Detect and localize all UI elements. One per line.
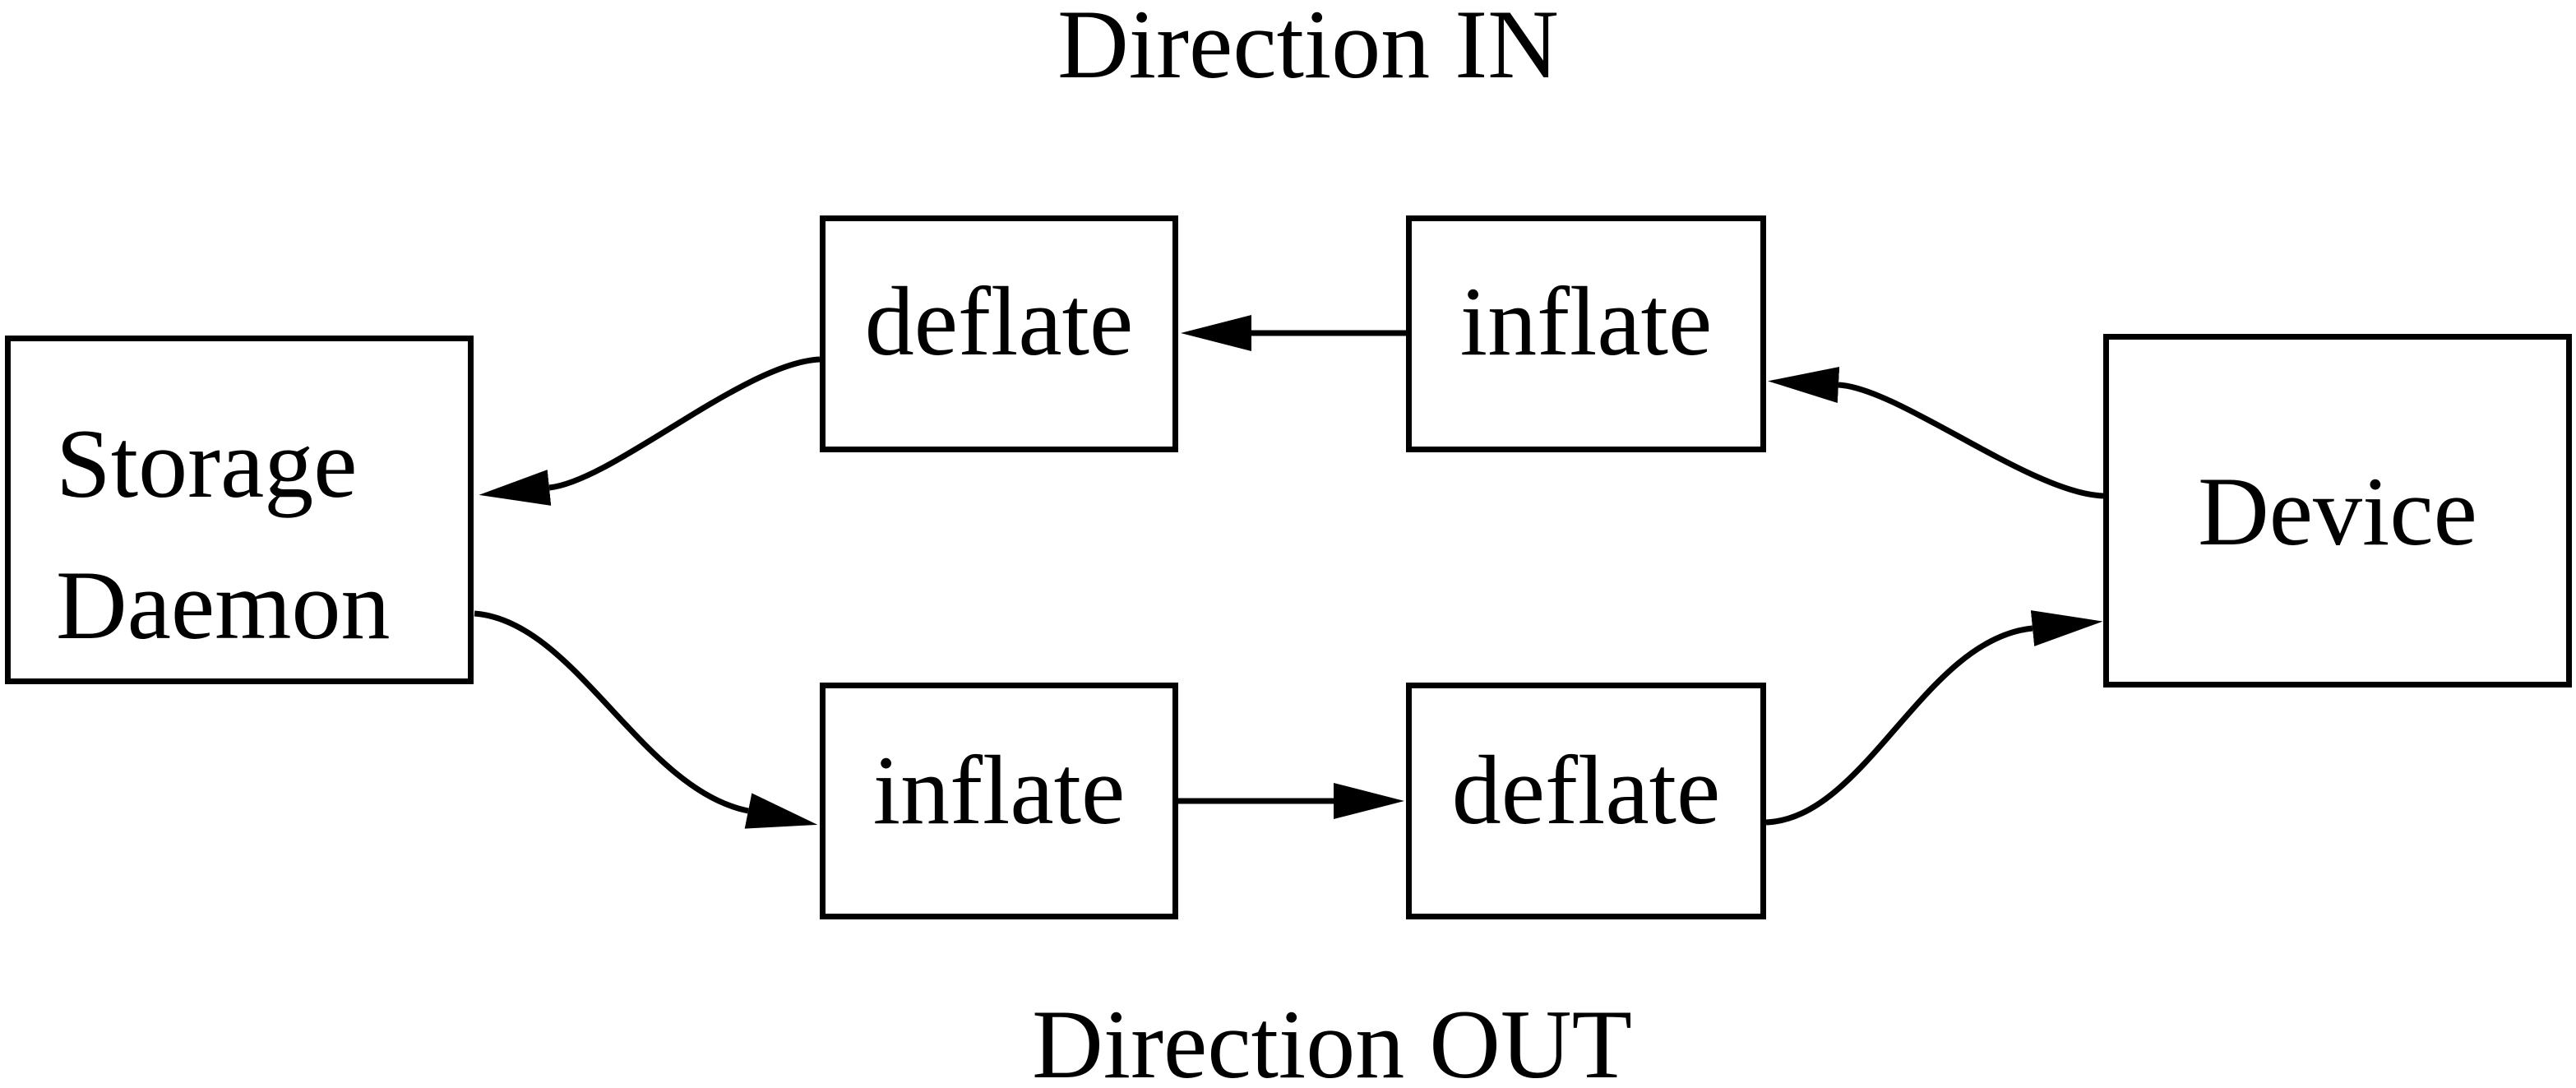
node-deflate-out <box>1406 683 1766 919</box>
deflate-out-label: deflate <box>1451 735 1721 845</box>
node-inflate-out <box>820 683 1178 919</box>
storage-daemon-label-line2: Daemon <box>56 550 391 660</box>
edge-deflate-out-to-device <box>1765 610 2103 826</box>
node-inflate-in <box>1406 215 1766 452</box>
edge-storage-to-inflate-out <box>474 610 818 829</box>
title-direction-out: Direction OUT <box>1032 989 1632 1088</box>
device-label: Device <box>2198 456 2477 566</box>
storage-daemon-label-line1: Storage <box>56 409 358 518</box>
node-deflate-in <box>820 215 1178 452</box>
storage-daemon-label: Storage Daemon <box>56 393 391 676</box>
edge-device-to-inflate-in <box>1768 367 2104 499</box>
node-device <box>2103 334 2572 688</box>
title-direction-in: Direction IN <box>1057 0 1559 99</box>
edge-deflate-in-to-storage <box>479 356 821 506</box>
deflate-in-label: deflate <box>864 266 1134 376</box>
inflate-out-label: inflate <box>872 735 1126 845</box>
node-storage-daemon <box>5 336 474 684</box>
inflate-in-label: inflate <box>1459 266 1713 376</box>
